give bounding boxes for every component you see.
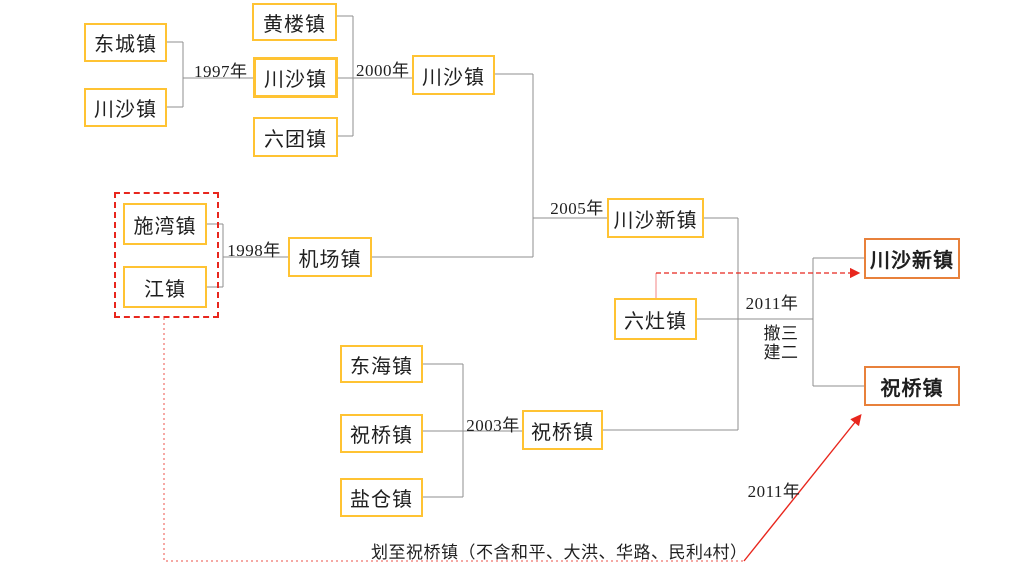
- label-2011-bottom: 2011年: [747, 482, 801, 501]
- label-chesan: 撤三: [763, 324, 799, 343]
- grey-connectors: [167, 15, 864, 498]
- red-diagonal-arrow: [743, 414, 862, 562]
- node-liutuan: 六团镇: [253, 117, 338, 157]
- node-label: 川沙镇: [94, 99, 157, 121]
- node-label: 川沙镇: [264, 69, 327, 91]
- label-2003: 2003年: [466, 416, 520, 435]
- node-zhuqiao-2003: 祝桥镇: [522, 410, 603, 450]
- node-chuanshaxin-2011: 川沙新镇: [864, 238, 960, 279]
- node-jiangzhen: 江镇: [123, 266, 207, 308]
- transfer-note: 划至祝桥镇（不含和平、大洪、华路、民利4村）: [371, 543, 748, 562]
- red-dotted-route: [163, 318, 744, 562]
- label-1998: 1998年: [227, 241, 281, 260]
- node-label: 东海镇: [350, 355, 413, 378]
- dissolved-towns-group-outline: [114, 192, 219, 318]
- label-1997: 1997年: [194, 62, 248, 81]
- node-jichang: 机场镇: [288, 237, 372, 277]
- node-label: 东城镇: [94, 34, 157, 56]
- node-zhuqiao-old: 祝桥镇: [340, 414, 423, 453]
- node-liuzao: 六灶镇: [614, 298, 697, 340]
- node-label: 江镇: [144, 278, 186, 301]
- label-2011-top: 2011年: [745, 294, 799, 313]
- node-label: 黄楼镇: [263, 13, 326, 36]
- node-label: 川沙镇: [422, 66, 485, 89]
- node-label: 川沙新镇: [613, 209, 698, 232]
- node-yancang: 盐仓镇: [340, 478, 423, 517]
- node-dongcheng: 东城镇: [84, 23, 167, 62]
- node-chuansha-mid: 川沙镇: [253, 57, 338, 98]
- node-shiwan: 施湾镇: [123, 203, 207, 245]
- node-label: 川沙新镇: [870, 250, 954, 272]
- label-chesan-jianer: 撤三 建二: [762, 324, 800, 362]
- node-zhuqiao-2011: 祝桥镇: [864, 366, 960, 406]
- node-label: 盐仓镇: [350, 489, 413, 511]
- node-chuansha-2000: 川沙镇: [412, 55, 495, 95]
- label-jianer: 建二: [763, 343, 799, 362]
- node-label: 施湾镇: [133, 215, 197, 238]
- node-label: 祝桥镇: [531, 421, 594, 444]
- node-donghai: 东海镇: [340, 345, 423, 383]
- node-chuanshaxin-2005: 川沙新镇: [607, 198, 704, 238]
- label-2005: 2005年: [550, 199, 604, 218]
- node-huanglou: 黄楼镇: [252, 3, 337, 41]
- node-label: 六团镇: [264, 128, 327, 151]
- node-label: 机场镇: [298, 248, 362, 271]
- node-label: 祝桥镇: [880, 377, 944, 400]
- label-2000: 2000年: [356, 61, 410, 80]
- node-label: 六灶镇: [624, 310, 687, 333]
- node-label: 祝桥镇: [350, 425, 413, 447]
- node-chuansha-1997: 川沙镇: [84, 88, 167, 127]
